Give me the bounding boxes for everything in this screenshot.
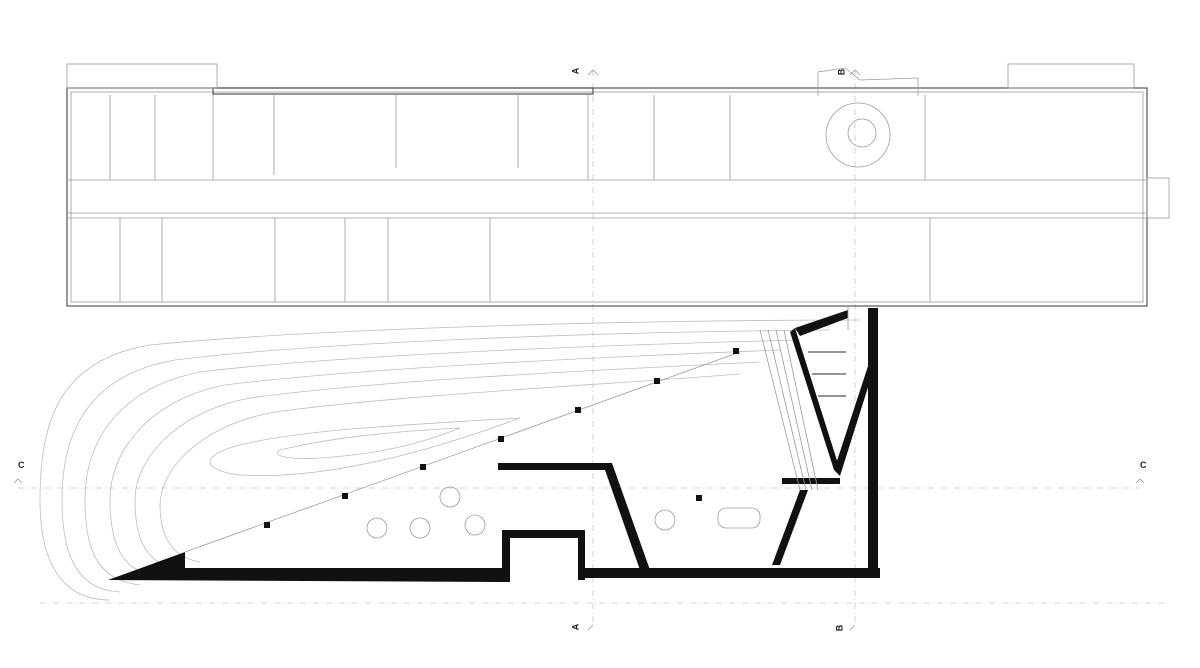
existing-building: [66, 63, 1170, 307]
section-marker-b-top: B: [836, 68, 847, 76]
section-arrows: [13, 69, 1145, 631]
section-lines: [18, 70, 1170, 625]
section-marker-c-right: C: [1140, 460, 1147, 470]
section-marker-a-bottom: A: [570, 623, 581, 631]
section-marker-a-top: A: [570, 67, 581, 75]
new-extension: [39, 306, 880, 601]
section-marker-c-left: C: [18, 460, 25, 470]
section-marker-b-bottom: B: [834, 624, 845, 632]
